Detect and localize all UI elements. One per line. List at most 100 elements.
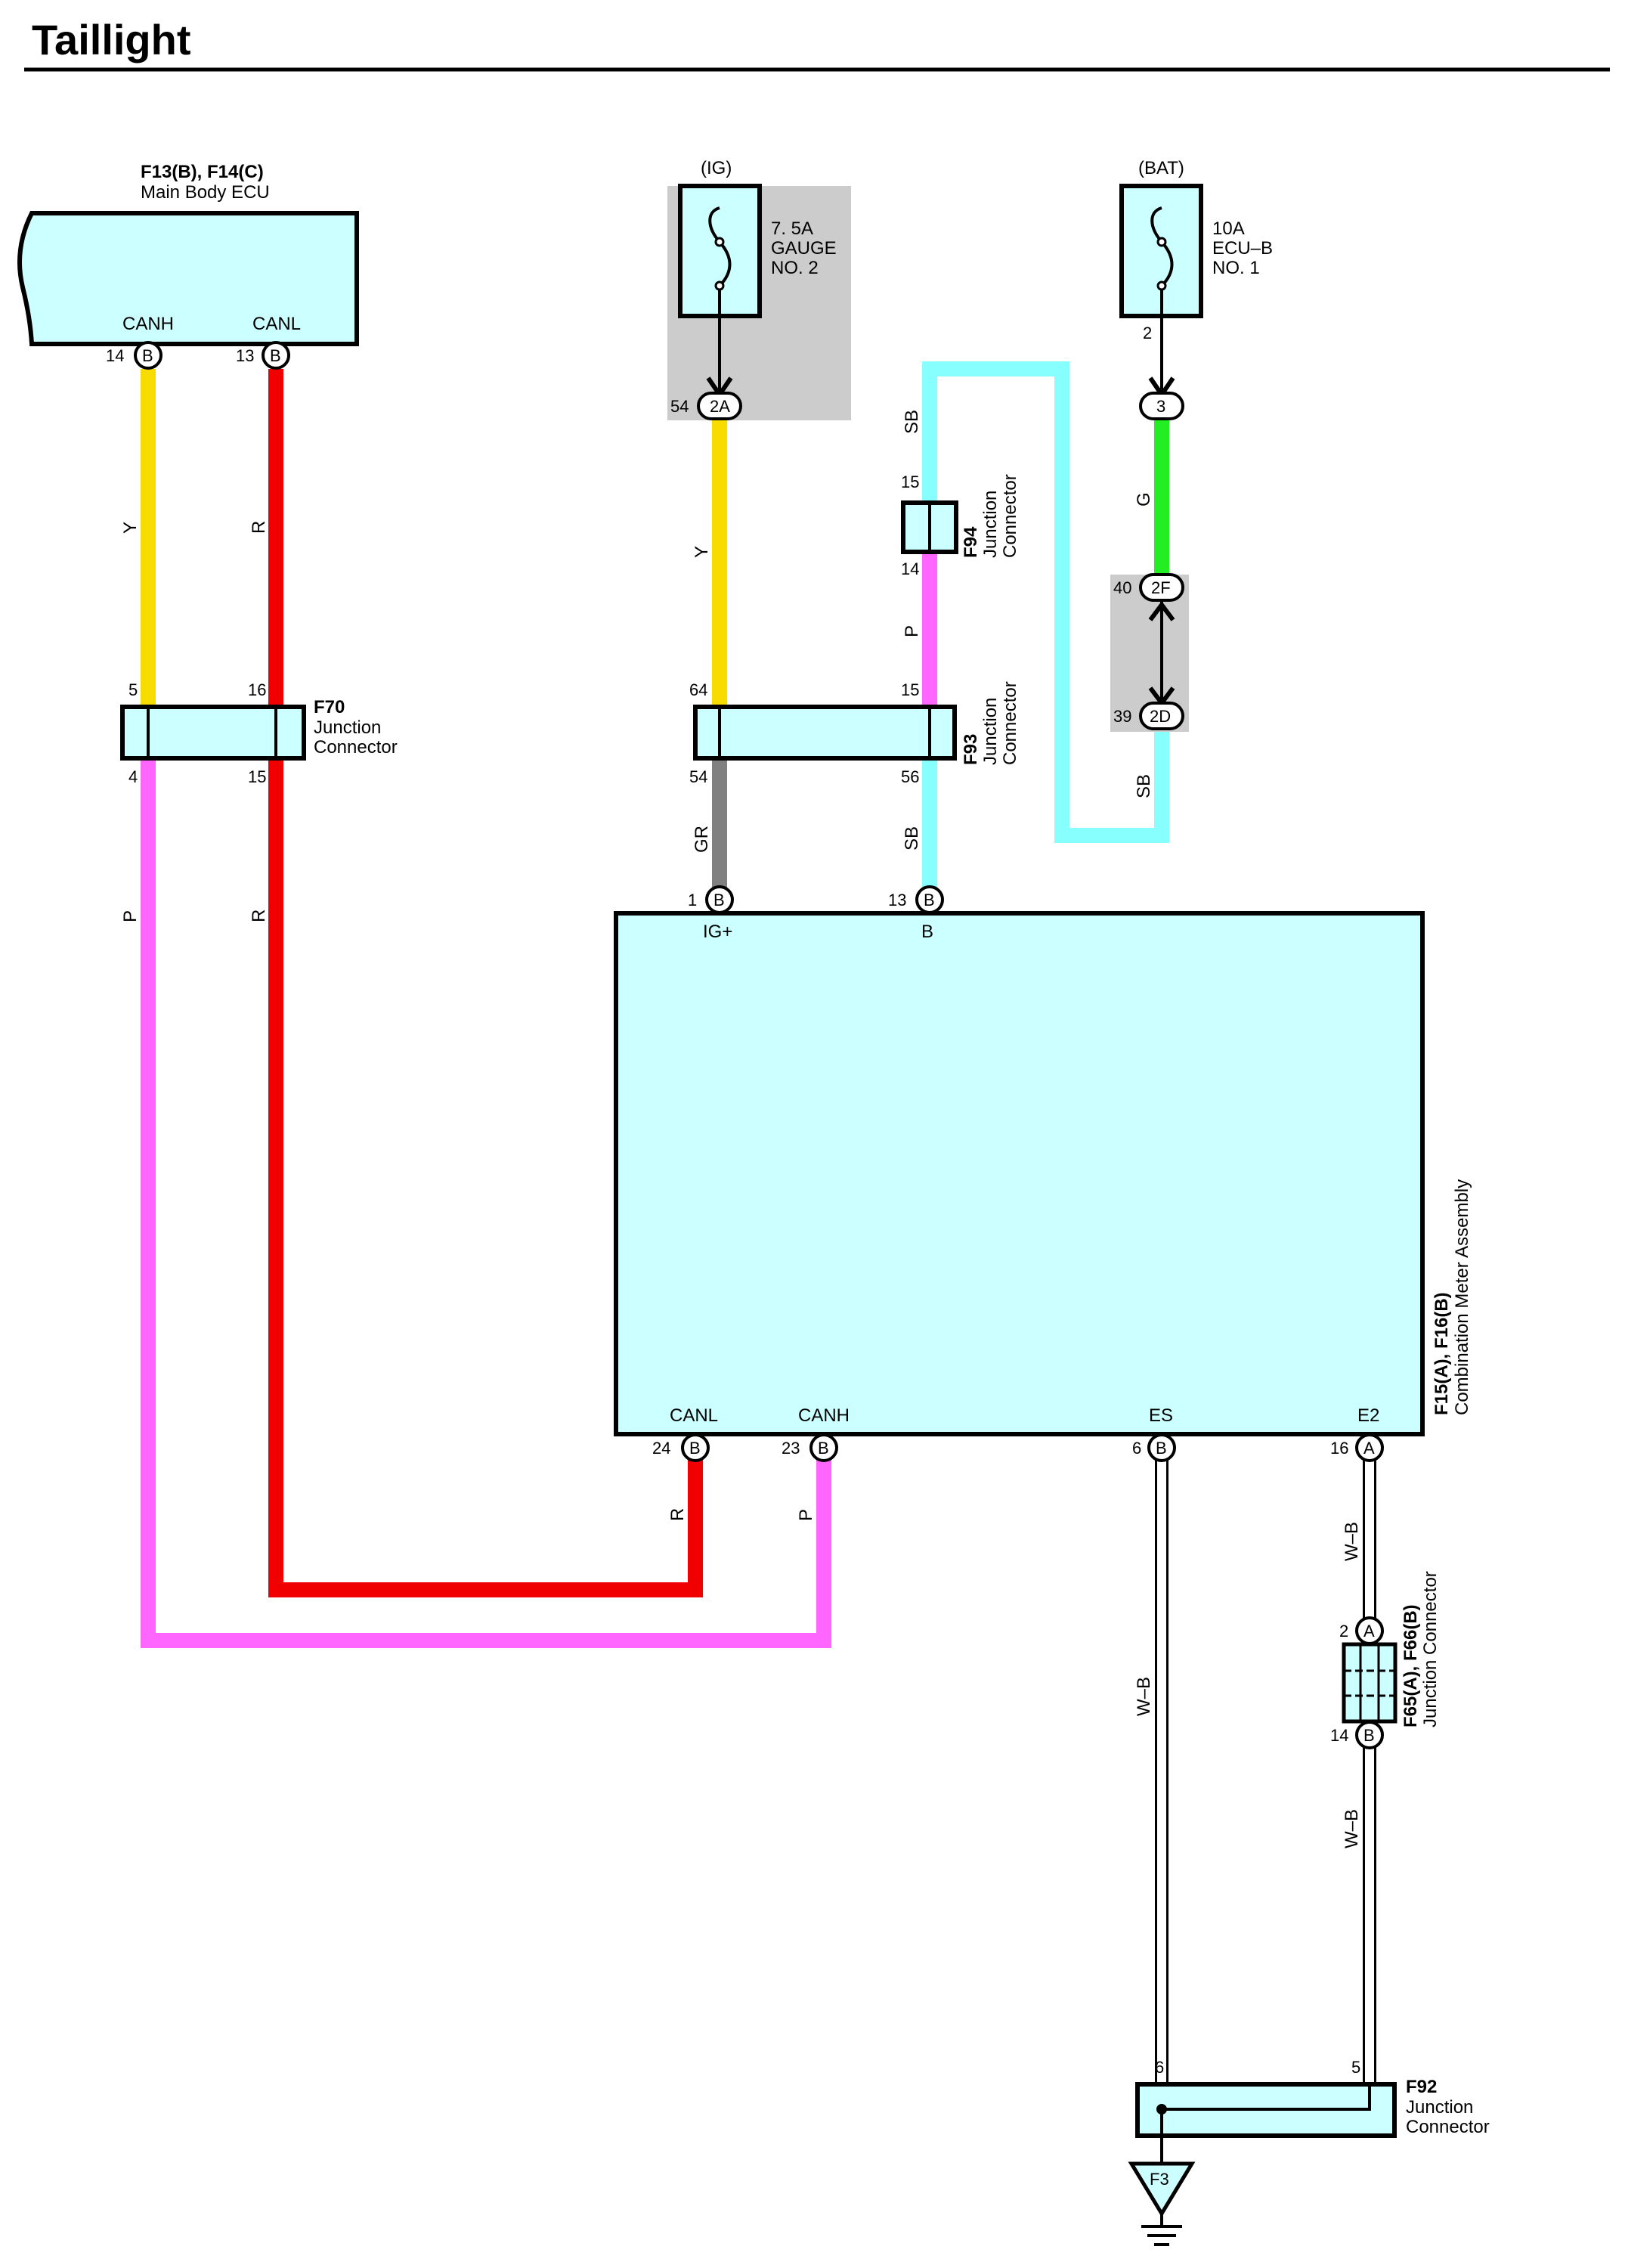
pill-connectors: 2A 54 3 2F 40 2D 39 — [670, 392, 1184, 730]
meter-canl-connector — [681, 1433, 710, 1462]
meter-e2-pin: 16 — [1330, 1439, 1348, 1458]
wire-label-p3: P — [796, 1509, 816, 1521]
main-body-ecu-name: Main Body ECU — [141, 182, 270, 203]
meter-name: Combination Meter Assembly — [1452, 1179, 1472, 1415]
main-body-ecu: F13(B), F14(C) Main Body ECU CANH CANL — [17, 162, 359, 346]
connector-2d-label: 2D — [1150, 707, 1171, 726]
ground-code: F3 — [1150, 2170, 1169, 2189]
svg-text:B: B — [270, 346, 281, 365]
wires — [141, 361, 1376, 2084]
f94-label-2: Connector — [1000, 474, 1020, 558]
svg-text:A: A — [1363, 1439, 1375, 1458]
wire-r-canl — [268, 369, 703, 1597]
ground: F3 — [1128, 2161, 1196, 2246]
meter-canh-terminal: CANH — [798, 1405, 850, 1426]
connector-2f-label: 2F — [1151, 578, 1171, 597]
f92-pin-left: 6 — [1155, 2058, 1164, 2077]
connector-3 — [1139, 392, 1184, 420]
f92-connector: 6 5 F92 Junction Connector — [1135, 2058, 1490, 2164]
ecub-pin: 2 — [1143, 324, 1152, 342]
gauge-fuse-name: GAUGE — [771, 238, 837, 259]
svg-text:B: B — [713, 891, 725, 909]
pin-numbers: 5 16 4 15 64 15 54 56 15 14 — [128, 472, 919, 786]
f93-box — [693, 705, 957, 761]
f65-pin: 2 — [1339, 1622, 1348, 1641]
connector-2a-pin: 54 — [670, 397, 689, 416]
meter-ig-terminal: IG+ — [703, 922, 732, 942]
wire-label-sb1: SB — [902, 410, 922, 434]
connector-2f — [1139, 573, 1184, 602]
ecub-fuse-rating: 10A — [1212, 218, 1245, 239]
connector-2d — [1139, 702, 1184, 730]
svg-text:A: A — [1363, 1622, 1375, 1641]
wire-labels: Y R Y SB P G SB P R GR SB R P W–B W–B W–… — [120, 410, 1362, 1848]
f70-label-1: Junction — [314, 717, 381, 738]
f65-f66-name: Junction Connector — [1420, 1571, 1441, 1727]
f70-connector: F70 Junction Connector — [120, 697, 398, 761]
f94-pin-14: 14 — [901, 559, 919, 578]
f65-f66-connector: F65(A), F66(B) Junction Connector — [1342, 1571, 1441, 1727]
ecub-fuse-source: (BAT) — [1138, 158, 1184, 178]
ground-triangle — [1128, 2161, 1196, 2217]
wire-label-r2: R — [249, 909, 269, 922]
f94-code: F94 — [961, 526, 981, 558]
meter-b-connector — [915, 885, 944, 914]
meter-canh-pin: 23 — [782, 1439, 800, 1458]
f93-code: F93 — [961, 734, 981, 765]
ecu-canh-terminal: CANH — [122, 314, 174, 334]
wire-p-canh — [141, 758, 831, 1648]
wire-label-wb2: W–B — [1342, 1522, 1362, 1561]
meter-canl-pin: 24 — [652, 1439, 670, 1458]
f92-pin-right: 5 — [1351, 2058, 1360, 2077]
f93-pin-15: 15 — [901, 680, 919, 699]
ecu-canl-connector — [262, 341, 290, 370]
meter-canl-terminal: CANL — [670, 1405, 718, 1426]
svg-text:B: B — [1156, 1439, 1167, 1458]
f93-connector: F93 Junction Connector — [693, 681, 1020, 765]
f92-code: F92 — [1406, 2077, 1437, 2097]
f70-pin-5: 5 — [128, 680, 138, 699]
wire-label-r1: R — [249, 521, 269, 534]
wire-label-wb1: W–B — [1134, 1677, 1154, 1716]
wire-label-gr: GR — [692, 826, 712, 853]
meter-e2-terminal: E2 — [1357, 1405, 1379, 1426]
f70-code: F70 — [314, 697, 345, 717]
ecub-fuse-number: NO. 1 — [1212, 258, 1260, 278]
svg-text:B: B — [1363, 1726, 1375, 1745]
wire-label-sb3: SB — [902, 826, 922, 850]
meter-es-pin: 6 — [1132, 1439, 1141, 1458]
f70-box — [120, 705, 306, 761]
f93-label-1: Junction — [980, 698, 1001, 765]
main-body-ecu-box — [17, 211, 359, 346]
f65-f66-code: F65(A), F66(B) — [1401, 1604, 1421, 1727]
f70-pin-15: 15 — [248, 767, 266, 786]
meter-canh-connector — [809, 1433, 838, 1462]
ecu-canl-pin: 13 — [236, 346, 254, 365]
gauge-fuse-source: (IG) — [701, 158, 732, 178]
f66-pin: 14 — [1330, 1726, 1348, 1745]
round-terminals: B 14 B 13 B 1 B 13 B 24 B 23 B 6 A 16 A … — [106, 341, 1384, 1749]
meter-code: F15(A), F16(B) — [1432, 1292, 1452, 1415]
svg-text:B: B — [818, 1439, 829, 1458]
f93-pin-54: 54 — [689, 767, 707, 786]
wire-label-p1: P — [902, 625, 922, 637]
connector-2f-pin: 40 — [1113, 578, 1131, 597]
combination-meter: IG+ B CANL CANH ES E2 F15(A), F16(B) Com… — [614, 911, 1472, 1436]
wire-label-sb2: SB — [1134, 774, 1154, 798]
f70-label-2: Connector — [314, 737, 398, 758]
connector-2d-pin: 39 — [1113, 707, 1131, 726]
f94-label-1: Junction — [980, 491, 1001, 558]
f70-pin-16: 16 — [248, 680, 266, 699]
meter-ig-connector — [705, 885, 734, 914]
wire-label-wb3: W–B — [1342, 1809, 1362, 1848]
f93-label-2: Connector — [1000, 681, 1020, 765]
meter-es-connector — [1147, 1433, 1176, 1462]
ecu-b-fuse: (BAT) 10A ECU–B NO. 1 2 — [1119, 158, 1273, 399]
meter-e2-connector — [1355, 1433, 1384, 1462]
main-body-ecu-code: F13(B), F14(C) — [141, 162, 264, 182]
f92-label-1: Junction — [1406, 2097, 1473, 2118]
page-title: Taillight — [32, 16, 191, 64]
connector-2a-label: 2A — [710, 397, 730, 416]
wire-label-y1: Y — [120, 522, 141, 534]
